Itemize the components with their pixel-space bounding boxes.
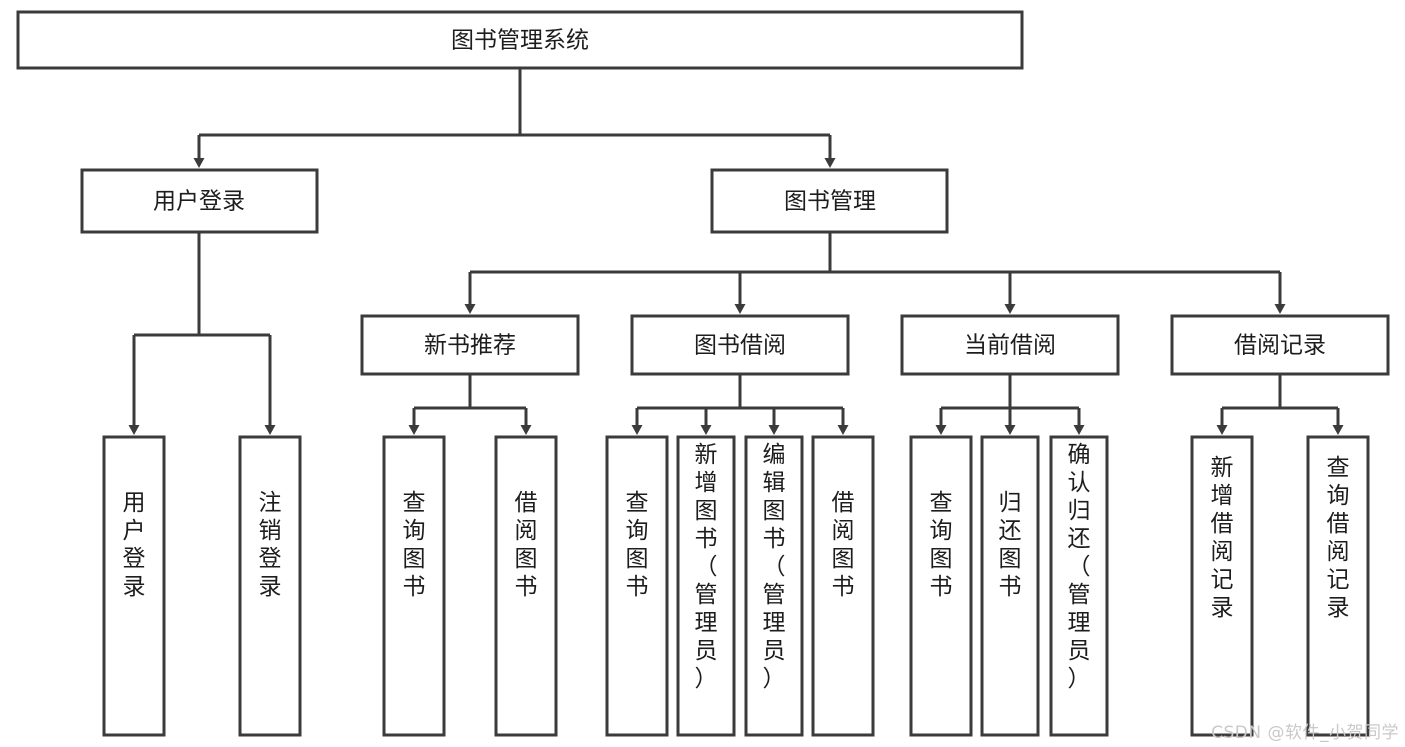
node-book-borrow-label: 图书借阅 xyxy=(694,333,786,359)
node-leaf-borrow-book-2-label: 借阅图书 xyxy=(832,490,855,600)
node-new-book-rec-box[interactable] xyxy=(360,314,580,376)
node-leaf-add-book-label: 新增图书（管理员） xyxy=(695,442,718,692)
node-leaf-add-record-label: 新增借阅记录 xyxy=(1211,455,1234,621)
node-leaf-edit-book-box[interactable] xyxy=(744,435,804,737)
node-root-label: 图书管理系统 xyxy=(451,28,589,54)
node-root-box[interactable] xyxy=(16,10,1024,70)
node-leaf-query-book-1[interactable]: 查询图书 xyxy=(382,435,446,737)
node-leaf-confirm-return[interactable]: 确认归还（管理员） xyxy=(1049,435,1109,737)
node-leaf-query-record-label: 查询借阅记录 xyxy=(1327,455,1350,621)
node-leaf-query-book-2-label: 查询图书 xyxy=(626,490,649,600)
node-leaf-add-book[interactable]: 新增图书（管理员） xyxy=(676,435,736,737)
node-leaf-confirm-return-label: 确认归还（管理员） xyxy=(1068,442,1091,692)
node-leaf-query-book-1-box[interactable] xyxy=(382,435,446,737)
node-leaf-borrow-book-2-box[interactable] xyxy=(811,435,875,737)
node-leaf-query-book-3[interactable]: 查询图书 xyxy=(909,435,973,737)
node-new-book-rec[interactable]: 新书推荐 xyxy=(360,314,580,376)
node-leaf-query-book-3-label: 查询图书 xyxy=(930,490,953,600)
node-book-manage-label: 图书管理 xyxy=(784,189,876,215)
node-leaf-edit-book[interactable]: 编辑图书（管理员） xyxy=(744,435,804,737)
node-leaf-return-book-box[interactable] xyxy=(980,435,1040,737)
leaf-nodes: 用户登录 注销登录 查询图书 借阅图书 查询图书 新增图书（管理员） xyxy=(102,435,1370,737)
node-user-login-label: 用户登录 xyxy=(153,189,245,215)
node-borrow-record[interactable]: 借阅记录 xyxy=(1170,314,1390,376)
node-leaf-logout[interactable]: 注销登录 xyxy=(238,435,302,737)
node-leaf-borrow-book-1-box[interactable] xyxy=(494,435,558,737)
node-leaf-add-record-box[interactable] xyxy=(1190,435,1254,737)
node-leaf-query-book-2-box[interactable] xyxy=(605,435,669,737)
node-leaf-query-book-3-box[interactable] xyxy=(909,435,973,737)
node-leaf-query-record[interactable]: 查询借阅记录 xyxy=(1306,435,1370,737)
node-leaf-user-login-label: 用户登录 xyxy=(123,490,146,600)
node-leaf-edit-book-label: 编辑图书（管理员） xyxy=(763,442,786,692)
node-book-borrow-box[interactable] xyxy=(630,314,850,376)
node-leaf-query-record-box[interactable] xyxy=(1306,435,1370,737)
node-leaf-borrow-book-1[interactable]: 借阅图书 xyxy=(494,435,558,737)
node-leaf-borrow-book-1-label: 借阅图书 xyxy=(515,490,538,600)
node-leaf-logout-box[interactable] xyxy=(238,435,302,737)
node-leaf-return-book[interactable]: 归还图书 xyxy=(980,435,1040,737)
node-borrow-record-box[interactable] xyxy=(1170,314,1390,376)
node-current-borrow-label: 当前借阅 xyxy=(964,333,1056,359)
node-user-login-box[interactable] xyxy=(80,168,319,234)
node-leaf-add-book-box[interactable] xyxy=(676,435,736,737)
node-leaf-add-record[interactable]: 新增借阅记录 xyxy=(1190,435,1254,737)
node-current-borrow-box[interactable] xyxy=(900,314,1120,376)
node-new-book-rec-label: 新书推荐 xyxy=(424,333,516,359)
node-leaf-borrow-book-2[interactable]: 借阅图书 xyxy=(811,435,875,737)
node-leaf-return-book-label: 归还图书 xyxy=(999,490,1022,600)
node-current-borrow[interactable]: 当前借阅 xyxy=(900,314,1120,376)
node-book-borrow[interactable]: 图书借阅 xyxy=(630,314,850,376)
node-book-manage[interactable]: 图书管理 xyxy=(710,168,949,234)
node-leaf-confirm-return-box[interactable] xyxy=(1049,435,1109,737)
connectors xyxy=(128,68,1344,435)
node-leaf-query-book-1-label: 查询图书 xyxy=(403,490,426,600)
node-leaf-logout-label: 注销登录 xyxy=(259,490,282,600)
node-book-manage-box[interactable] xyxy=(710,168,949,234)
node-root[interactable]: 图书管理系统 xyxy=(16,10,1024,70)
node-borrow-record-label: 借阅记录 xyxy=(1234,333,1326,359)
node-leaf-user-login-box[interactable] xyxy=(102,435,166,737)
node-leaf-query-book-2[interactable]: 查询图书 xyxy=(605,435,669,737)
node-user-login[interactable]: 用户登录 xyxy=(80,168,319,234)
node-leaf-user-login[interactable]: 用户登录 xyxy=(102,435,166,737)
